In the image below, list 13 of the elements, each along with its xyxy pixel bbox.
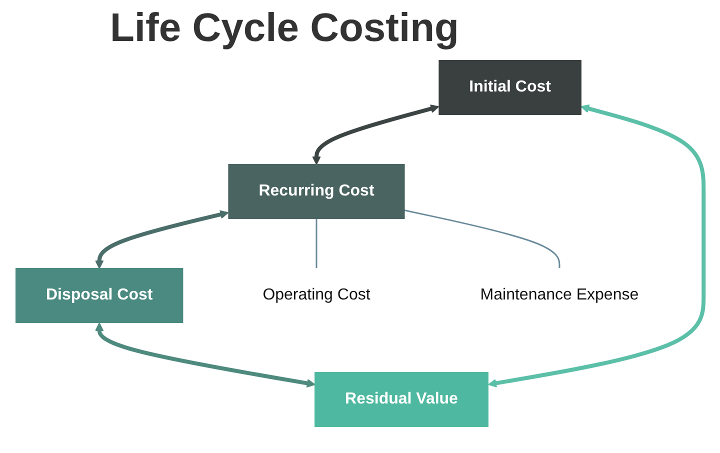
arrow (95, 322, 316, 388)
arrow (312, 104, 440, 165)
arrow (95, 210, 229, 269)
title: Life Cycle Costing (110, 6, 460, 51)
node-box: Residual Value (314, 372, 489, 427)
node-box: Recurring Cost (228, 164, 405, 219)
arrow (488, 104, 706, 388)
connector (316, 218, 318, 268)
node-box: Initial Cost (438, 60, 582, 115)
node-text: Operating Cost (262, 286, 370, 304)
connector (404, 210, 560, 268)
node-text: Maintenance Expense (480, 286, 639, 304)
node-box: Disposal Cost (16, 268, 184, 323)
